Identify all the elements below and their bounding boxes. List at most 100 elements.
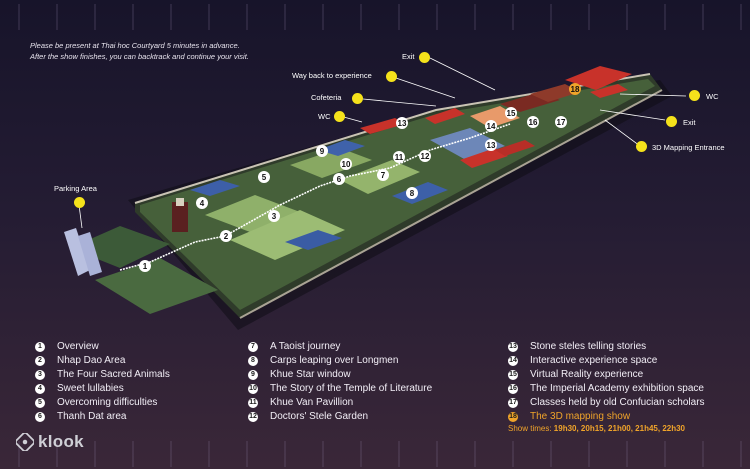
parking-structure-2 — [78, 232, 102, 276]
roof-4 — [425, 108, 465, 124]
courtyard-b — [230, 210, 345, 260]
legend-badge: 18 — [508, 411, 518, 422]
legend-item-17: 17 Classes held by old Confucian scholars — [508, 396, 705, 409]
pond-2 — [285, 230, 342, 250]
wc-left-dot — [334, 111, 345, 122]
legend-item-1: 1 Overview — [35, 340, 99, 353]
roof-2 — [460, 148, 508, 168]
legend-badge: 7 — [248, 341, 258, 352]
legend-badge: 11 — [248, 397, 258, 408]
legend-label: Overview — [57, 341, 99, 352]
callout-exit-right: Exit — [683, 118, 696, 127]
map-markers: 1 2 3 4 5 6 7 8 9 10 11 12 13 13 14 15 1… — [139, 83, 581, 272]
legend-badge: 2 — [35, 355, 45, 366]
legend-label: Carps leaping over Longmen — [270, 355, 399, 366]
marker-6: 6 — [333, 173, 345, 185]
svg-text:5: 5 — [262, 173, 267, 182]
klook-logo: klook — [16, 432, 84, 452]
legend-item-6: 6 Thanh Dat area — [35, 410, 127, 423]
legend-item-18: 18 The 3D mapping show — [508, 410, 630, 423]
roof-3 — [495, 140, 535, 156]
cofeteria-dot — [352, 93, 363, 104]
marker-11: 11 — [393, 151, 405, 163]
callout-wc-right: WC — [706, 92, 719, 101]
svg-text:16: 16 — [529, 118, 538, 127]
callout-wc-left: WC — [318, 112, 331, 121]
roof-1 — [360, 118, 405, 134]
visitor-path — [119, 123, 511, 271]
legend-label: The 3D mapping show — [530, 411, 631, 422]
notice-line-2: After the show finishes, you can backtra… — [30, 52, 249, 61]
marker-2: 2 — [220, 230, 232, 242]
marker-13a: 13 — [396, 117, 408, 129]
pond-3 — [318, 140, 365, 156]
svg-text:1: 1 — [143, 262, 148, 271]
marker-5: 5 — [258, 171, 270, 183]
legend-badge: 14 — [508, 355, 518, 366]
show-times-label: Show times: — [508, 424, 554, 433]
marker-8: 8 — [406, 187, 418, 199]
legend-label: Interactive experience space — [530, 355, 658, 366]
legend-badge: 12 — [248, 411, 258, 422]
pond-1 — [190, 180, 240, 196]
svg-text:3: 3 — [272, 212, 277, 221]
svg-text:8: 8 — [410, 189, 415, 198]
south-wall — [239, 89, 663, 319]
legend-badge: 9 — [248, 369, 258, 380]
klook-logo-icon — [16, 433, 34, 451]
legend-label: Classes held by old Confucian scholars — [530, 397, 705, 408]
marker-12: 12 — [419, 150, 431, 162]
exit-right-dot — [666, 116, 677, 127]
marker-9: 9 — [316, 145, 328, 157]
legend-label: Khue Van Pavillion — [270, 397, 354, 408]
marker-17: 17 — [555, 116, 567, 128]
courtyard-c — [290, 148, 372, 178]
marker-14: 14 — [485, 120, 497, 132]
legend-label: Thanh Dat area — [57, 411, 127, 422]
parking-structure-1 — [64, 228, 90, 276]
courtyard-a — [205, 195, 300, 232]
legend-badge: 16 — [508, 383, 518, 394]
svg-text:9: 9 — [320, 147, 325, 156]
legend-badge: 17 — [508, 397, 518, 408]
svg-text:6: 6 — [337, 175, 342, 184]
legend-label: Sweet lullabies — [57, 383, 124, 394]
legend-label: Virtual Reality experience — [530, 369, 644, 380]
mapping-entrance-dot — [636, 141, 647, 152]
decorative-pattern-bottom — [0, 441, 750, 467]
roof-6 — [530, 84, 580, 102]
exit-top-dot — [419, 52, 430, 63]
svg-text:12: 12 — [421, 152, 430, 161]
marker-16: 16 — [527, 116, 539, 128]
legend-label: The Story of the Temple of Literature — [270, 383, 433, 394]
marker-3: 3 — [268, 210, 280, 222]
legend-badge: 8 — [248, 355, 258, 366]
marker-10: 10 — [340, 158, 352, 170]
show-times-values: 19h30, 20h15, 21h00, 21h45, 22h30 — [553, 424, 685, 433]
legend-label: The Imperial Academy exhibition space — [530, 383, 704, 394]
callout-way-back: Way back to experience — [292, 71, 372, 80]
wc-right-dot — [689, 90, 700, 101]
legend-item-15: 15 Virtual Reality experience — [508, 368, 643, 381]
way-back-dot — [386, 71, 397, 82]
marker-13b: 13 — [485, 139, 497, 151]
legend-label: The Four Sacred Animals — [57, 369, 170, 380]
legend-item-11: 11 Khue Van Pavillion — [248, 396, 353, 409]
marker-4: 4 — [196, 197, 208, 209]
visitor-notice: Please be present at Thai hoc Courtyard … — [30, 40, 249, 62]
legend-badge: 15 — [508, 369, 518, 380]
legend-badge: 6 — [35, 411, 45, 422]
svg-text:2: 2 — [224, 232, 229, 241]
callout-leaders — [78, 57, 687, 229]
legend-item-14: 14 Interactive experience space — [508, 354, 657, 367]
callout-mapping-entrance: 3D Mapping Entrance — [652, 143, 725, 152]
legend-badge: 1 — [35, 341, 45, 352]
logo-text: klook — [38, 432, 84, 451]
legend-item-16: 16 The Imperial Academy exhibition space — [508, 382, 704, 395]
